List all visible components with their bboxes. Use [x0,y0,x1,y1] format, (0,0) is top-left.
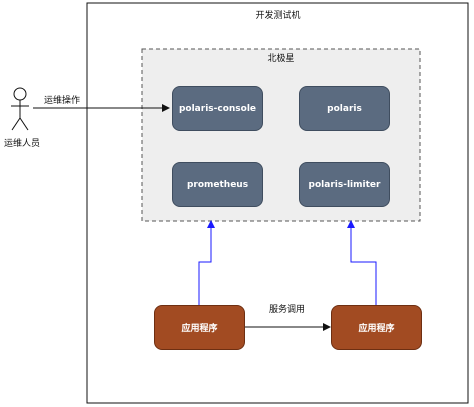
node-prometheus[interactable]: prometheus [172,162,263,207]
actor-figure [11,87,29,131]
node-app-right[interactable]: 应用程序 [331,305,422,350]
call-edge-label: 服务调用 [268,305,306,315]
node-polaris[interactable]: polaris [299,86,390,131]
ops-edge-label: 运维操作 [43,96,81,106]
app-left-to-prometheus-arrow [198,220,215,305]
group-title: 北极星 [267,54,295,64]
app-right-to-limiter-arrow [347,220,377,305]
node-app-left[interactable]: 应用程序 [154,305,245,350]
node-polaris-limiter[interactable]: polaris-limiter [299,162,390,207]
actor-label: 运维人员 [3,139,41,149]
node-polaris-console[interactable]: polaris-console [172,86,263,131]
outer-container-title: 开发测试机 [255,11,301,21]
